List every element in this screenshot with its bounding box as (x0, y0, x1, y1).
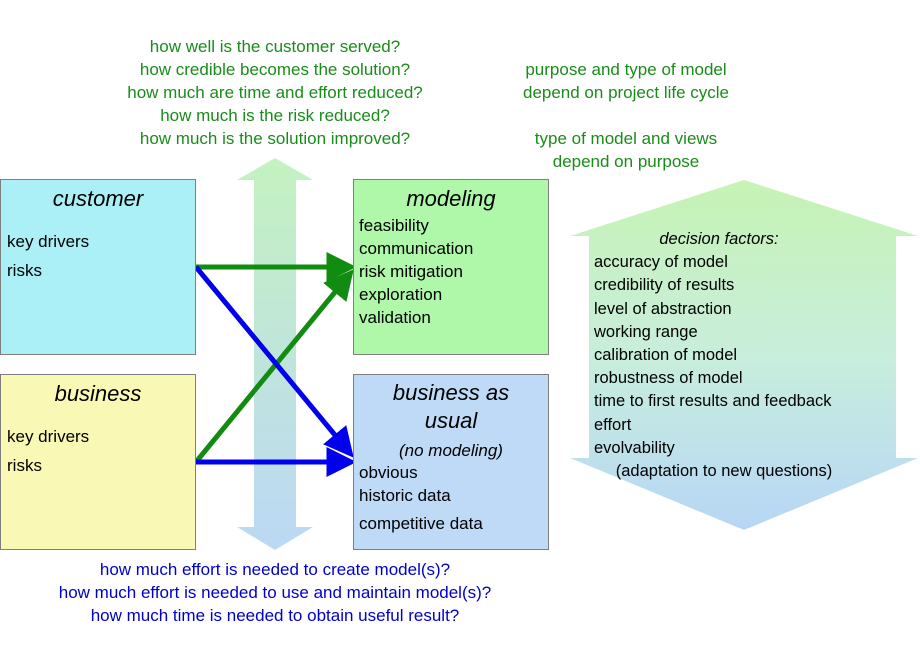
business-as-usual-item: competitive data (359, 514, 483, 533)
decision-house-arrow (570, 180, 918, 530)
business-item: key drivers (7, 427, 90, 446)
purpose-note: depend on project life cycle (522, 83, 730, 102)
decision-factor: robustness of model (594, 369, 743, 388)
modeling-box: modeling feasibility communication risk … (353, 179, 549, 355)
business-as-usual-box: business as usual (no modeling) obvious … (353, 374, 549, 550)
purpose-notes: purpose and type of model depend on proj… (476, 58, 776, 173)
purpose-note: depend on purpose (552, 152, 700, 171)
modeling-item: risk mitigation (359, 262, 463, 281)
modeling-title: modeling (406, 186, 496, 211)
decision-factors: decision factors: accuracy of model cred… (594, 228, 884, 483)
business-as-usual-subtitle: (no modeling) (399, 441, 503, 460)
purpose-note-spacer (476, 104, 776, 127)
business-as-usual-title: business as (392, 380, 510, 405)
vertical-double-arrow (237, 158, 313, 550)
decision-factor: level of abstraction (594, 299, 732, 318)
business-as-usual-title: usual (424, 408, 478, 433)
bottom-question: how much time is needed to obtain useful… (90, 606, 460, 625)
bottom-questions: how much effort is needed to create mode… (20, 558, 530, 627)
top-question: how much are time and effort reduced? (127, 83, 423, 102)
customer-item: risks (7, 261, 42, 280)
modeling-item: communication (359, 239, 474, 258)
decision-factor: evolvability (594, 438, 675, 457)
top-questions: how well is the customer served? how cre… (70, 35, 480, 150)
decision-factor: calibration of model (594, 346, 738, 365)
decision-factor: working range (594, 322, 698, 341)
top-question: how much is the risk reduced? (160, 106, 390, 125)
purpose-note: purpose and type of model (525, 60, 727, 79)
business-as-usual-item: historic data (359, 486, 451, 505)
customer-item: key drivers (7, 232, 90, 251)
business-as-usual-item: obvious (359, 463, 418, 482)
decision-factors-title: decision factors: (659, 230, 779, 248)
top-question: how credible becomes the solution? (139, 60, 411, 79)
decision-factor: credibility of results (594, 276, 735, 295)
purpose-note: type of model and views (534, 129, 718, 148)
decision-factors-note: (adaptation to new questions) (615, 462, 833, 481)
business-box: business key drivers risks (0, 374, 196, 550)
bottom-question: how much effort is needed to create mode… (99, 560, 451, 579)
decision-factor: time to first results and feedback (594, 392, 832, 411)
customer-title: customer (52, 186, 144, 211)
arrow-customer-to-business-as-usual (194, 265, 354, 458)
top-question: how well is the customer served? (149, 37, 401, 56)
customer-box: customer key drivers risks (0, 179, 196, 355)
modeling-item: validation (359, 308, 431, 327)
business-item: risks (7, 456, 42, 475)
decision-factor: effort (594, 415, 632, 434)
bottom-question: how much effort is needed to use and mai… (58, 583, 492, 602)
arrow-business-to-modeling (194, 269, 354, 464)
modeling-item: feasibility (359, 216, 429, 235)
top-question: how much is the solution improved? (139, 129, 411, 148)
decision-factor: accuracy of model (594, 253, 728, 272)
modeling-item: exploration (359, 285, 443, 304)
business-title: business (54, 381, 142, 406)
